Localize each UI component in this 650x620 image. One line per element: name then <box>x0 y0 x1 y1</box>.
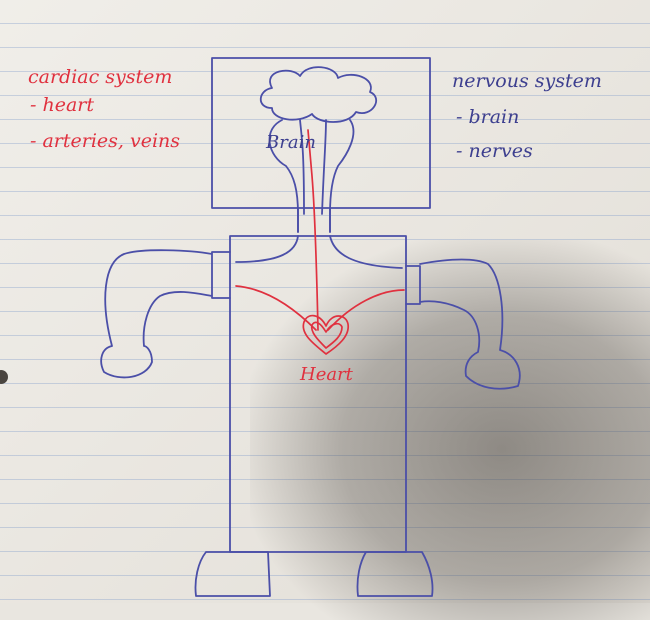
torso <box>229 235 407 553</box>
body-diagram <box>100 57 521 597</box>
brain-stem-left <box>268 119 299 233</box>
brain-stem-right <box>329 119 355 233</box>
cardiac-item-arteries: - arteries, veins <box>30 130 181 152</box>
nerve-inner-right <box>321 119 327 215</box>
artery-left-arm <box>235 285 317 331</box>
head-box <box>211 57 431 209</box>
right-foot <box>356 551 434 597</box>
artery-right-arm <box>327 289 405 331</box>
heart-inner <box>310 321 343 349</box>
left-foot <box>194 551 271 597</box>
nervous-item-nerves: - nerves <box>456 140 533 162</box>
brain-outline <box>259 66 377 123</box>
right-arm <box>405 258 521 390</box>
binder-hole <box>0 370 8 384</box>
nervous-item-brain: - brain <box>456 106 520 128</box>
nervous-system-title: nervous system <box>452 70 602 92</box>
neck <box>297 207 331 233</box>
heart-label: Heart <box>300 364 353 385</box>
cardiac-item-heart: - heart <box>30 94 94 116</box>
nerve-left-arm <box>235 235 299 263</box>
nerve-inner-left <box>299 119 305 215</box>
left-arm <box>100 249 231 379</box>
artery-brain-heart <box>307 129 319 331</box>
heart-shape <box>302 314 349 355</box>
nerve-right-arm <box>329 235 403 269</box>
brain-label: Brain <box>266 132 316 153</box>
cardiac-system-title: cardiac system <box>28 66 173 88</box>
